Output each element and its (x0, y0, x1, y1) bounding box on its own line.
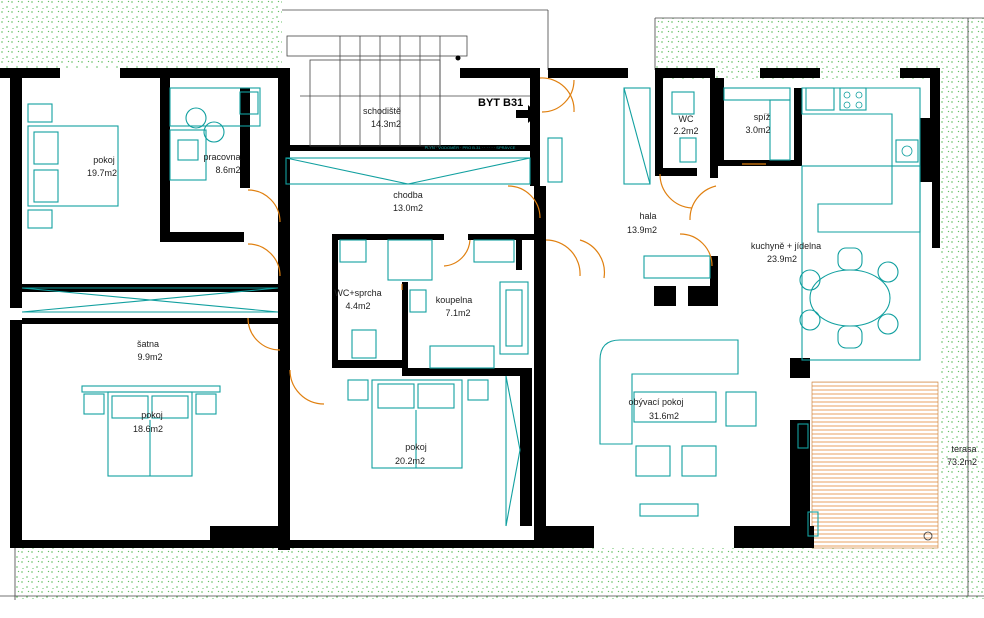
room-area-wardrobe: 9.9m2 (137, 352, 162, 362)
terrace-deck (811, 381, 939, 549)
room-area-kitchen-dining: 23.9m2 (767, 254, 797, 264)
room-name-wc-shower: WC+sprcha (334, 288, 381, 298)
room-name-wardrobe: šatna (137, 339, 159, 349)
room-name-living-room: obývací pokoj (628, 397, 683, 407)
room-labels: schodiště 14.3m2 pokoj 19.7m2 pracovna 8… (87, 106, 977, 467)
room-name-bedroom-1: pokoj (93, 155, 115, 165)
room-area-wc: 2.2m2 (673, 126, 698, 136)
room-area-corridor: 13.0m2 (393, 203, 423, 213)
door-swings (247, 77, 717, 405)
room-name-terrace: terasa (951, 444, 976, 454)
site-boundary (0, 9, 984, 600)
stair-bullet (455, 55, 461, 61)
room-name-bedroom-3: pokoj (405, 442, 427, 452)
room-name-kitchen-dining: kuchyně + jídelna (751, 241, 821, 251)
room-name-staircase: schodiště (363, 106, 401, 116)
room-name-hall: hala (639, 211, 656, 221)
room-name-study: pracovna (203, 152, 240, 162)
room-area-living-room: 31.6m2 (649, 411, 679, 421)
room-area-bedroom-2: 18.6m2 (133, 424, 163, 434)
room-area-bathroom: 7.1m2 (445, 308, 470, 318)
cooktop-icon (843, 91, 863, 109)
room-area-wc-shower: 4.4m2 (345, 301, 370, 311)
staircase-steps (286, 35, 530, 147)
room-area-hall: 13.9m2 (627, 225, 657, 235)
room-name-bedroom-2: pokoj (141, 410, 163, 420)
room-name-pantry: spíž (754, 112, 771, 122)
room-area-bedroom-1: 19.7m2 (87, 168, 117, 178)
apartment-label: BYT B31 (478, 97, 523, 109)
lawn-right (940, 80, 984, 550)
room-name-corridor: chodba (393, 190, 423, 200)
room-area-bedroom-3: 20.2m2 (395, 456, 425, 466)
room-name-bathroom: koupelna (436, 295, 473, 305)
room-name-wc: WC (679, 114, 694, 124)
stove-icon (901, 145, 913, 157)
lawn-bottom (15, 548, 984, 600)
entry-arrow (516, 105, 538, 123)
furniture (21, 87, 921, 537)
corridor-note: PLYN · VODOMĚR · PRO B.31 · · · · · · SP… (425, 145, 516, 150)
room-area-terrace: 73.2m2 (947, 457, 977, 467)
lawn-top-left (0, 0, 282, 68)
room-area-study: 8.6m2 (215, 165, 240, 175)
room-area-pantry: 3.0m2 (745, 125, 770, 135)
room-area-staircase: 14.3m2 (371, 119, 401, 129)
terrace-drain (923, 531, 933, 541)
